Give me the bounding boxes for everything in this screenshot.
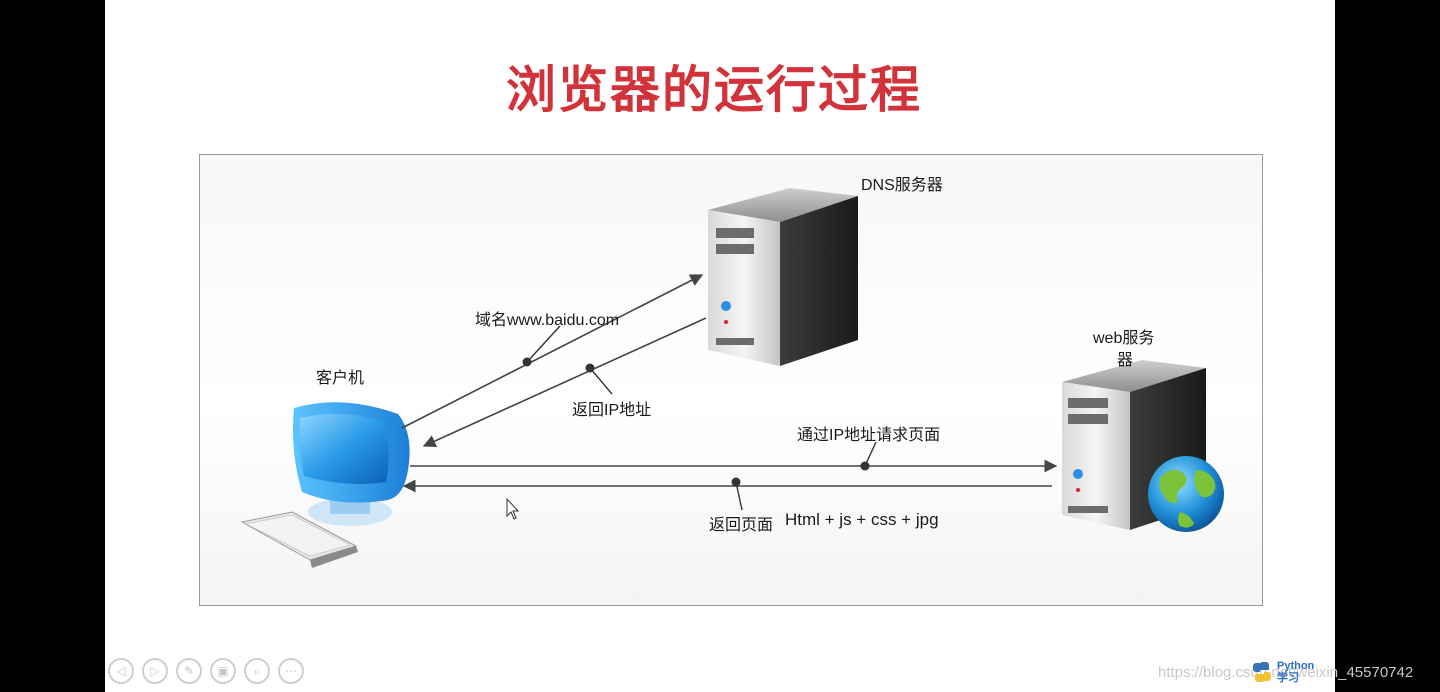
dns-server-label: DNS服务器 [861, 177, 943, 194]
request-page-label: 通过IP地址请求页面 [797, 427, 941, 444]
arrow-left-icon[interactable]: ◁ [108, 658, 134, 684]
mouse-cursor-icon [506, 497, 520, 520]
callout-return-ip [585, 363, 613, 395]
zoom-icon[interactable]: ⌕ [244, 658, 270, 684]
python-logo: Python 学习 [1250, 660, 1320, 686]
web-server-label-line2: 器 [1117, 352, 1134, 369]
callout-return-page [731, 477, 743, 511]
return-ip-label: 返回IP地址 [572, 402, 652, 419]
dns-server-icon [708, 188, 858, 366]
return-page-content-label: Html + js + css + jpg [785, 510, 939, 529]
client-label: 客户机 [316, 370, 365, 387]
callout-request-page [860, 441, 877, 471]
more-icon[interactable]: ⋯ [278, 658, 304, 684]
arrow-return-ip [422, 317, 707, 448]
python-logo-text-1: Python [1277, 660, 1315, 672]
arrow-domain-request [401, 274, 704, 429]
pen-icon[interactable]: ✎ [176, 658, 202, 684]
client-computer-icon [240, 402, 410, 568]
globe-icon [1148, 456, 1224, 532]
return-page-label: 返回页面 [709, 517, 774, 534]
domain-request-label: 域名www.baidu.com [475, 312, 620, 329]
slides-icon[interactable]: ▣ [210, 658, 236, 684]
watermark-url: https://blog.csdn.net/weixin_45570742 [1158, 664, 1414, 681]
python-logo-text-2: 学习 [1277, 672, 1299, 684]
web-server-label: web服务 [1093, 330, 1155, 347]
slide-title: 浏览器的运行过程 [506, 61, 922, 119]
arrow-right-icon[interactable]: ▷ [142, 658, 168, 684]
python-logo-icon [1253, 662, 1271, 682]
callout-domain [522, 325, 561, 367]
presentation-toolbar: ◁ ▷ ✎ ▣ ⌕ ⋯ [108, 658, 304, 684]
